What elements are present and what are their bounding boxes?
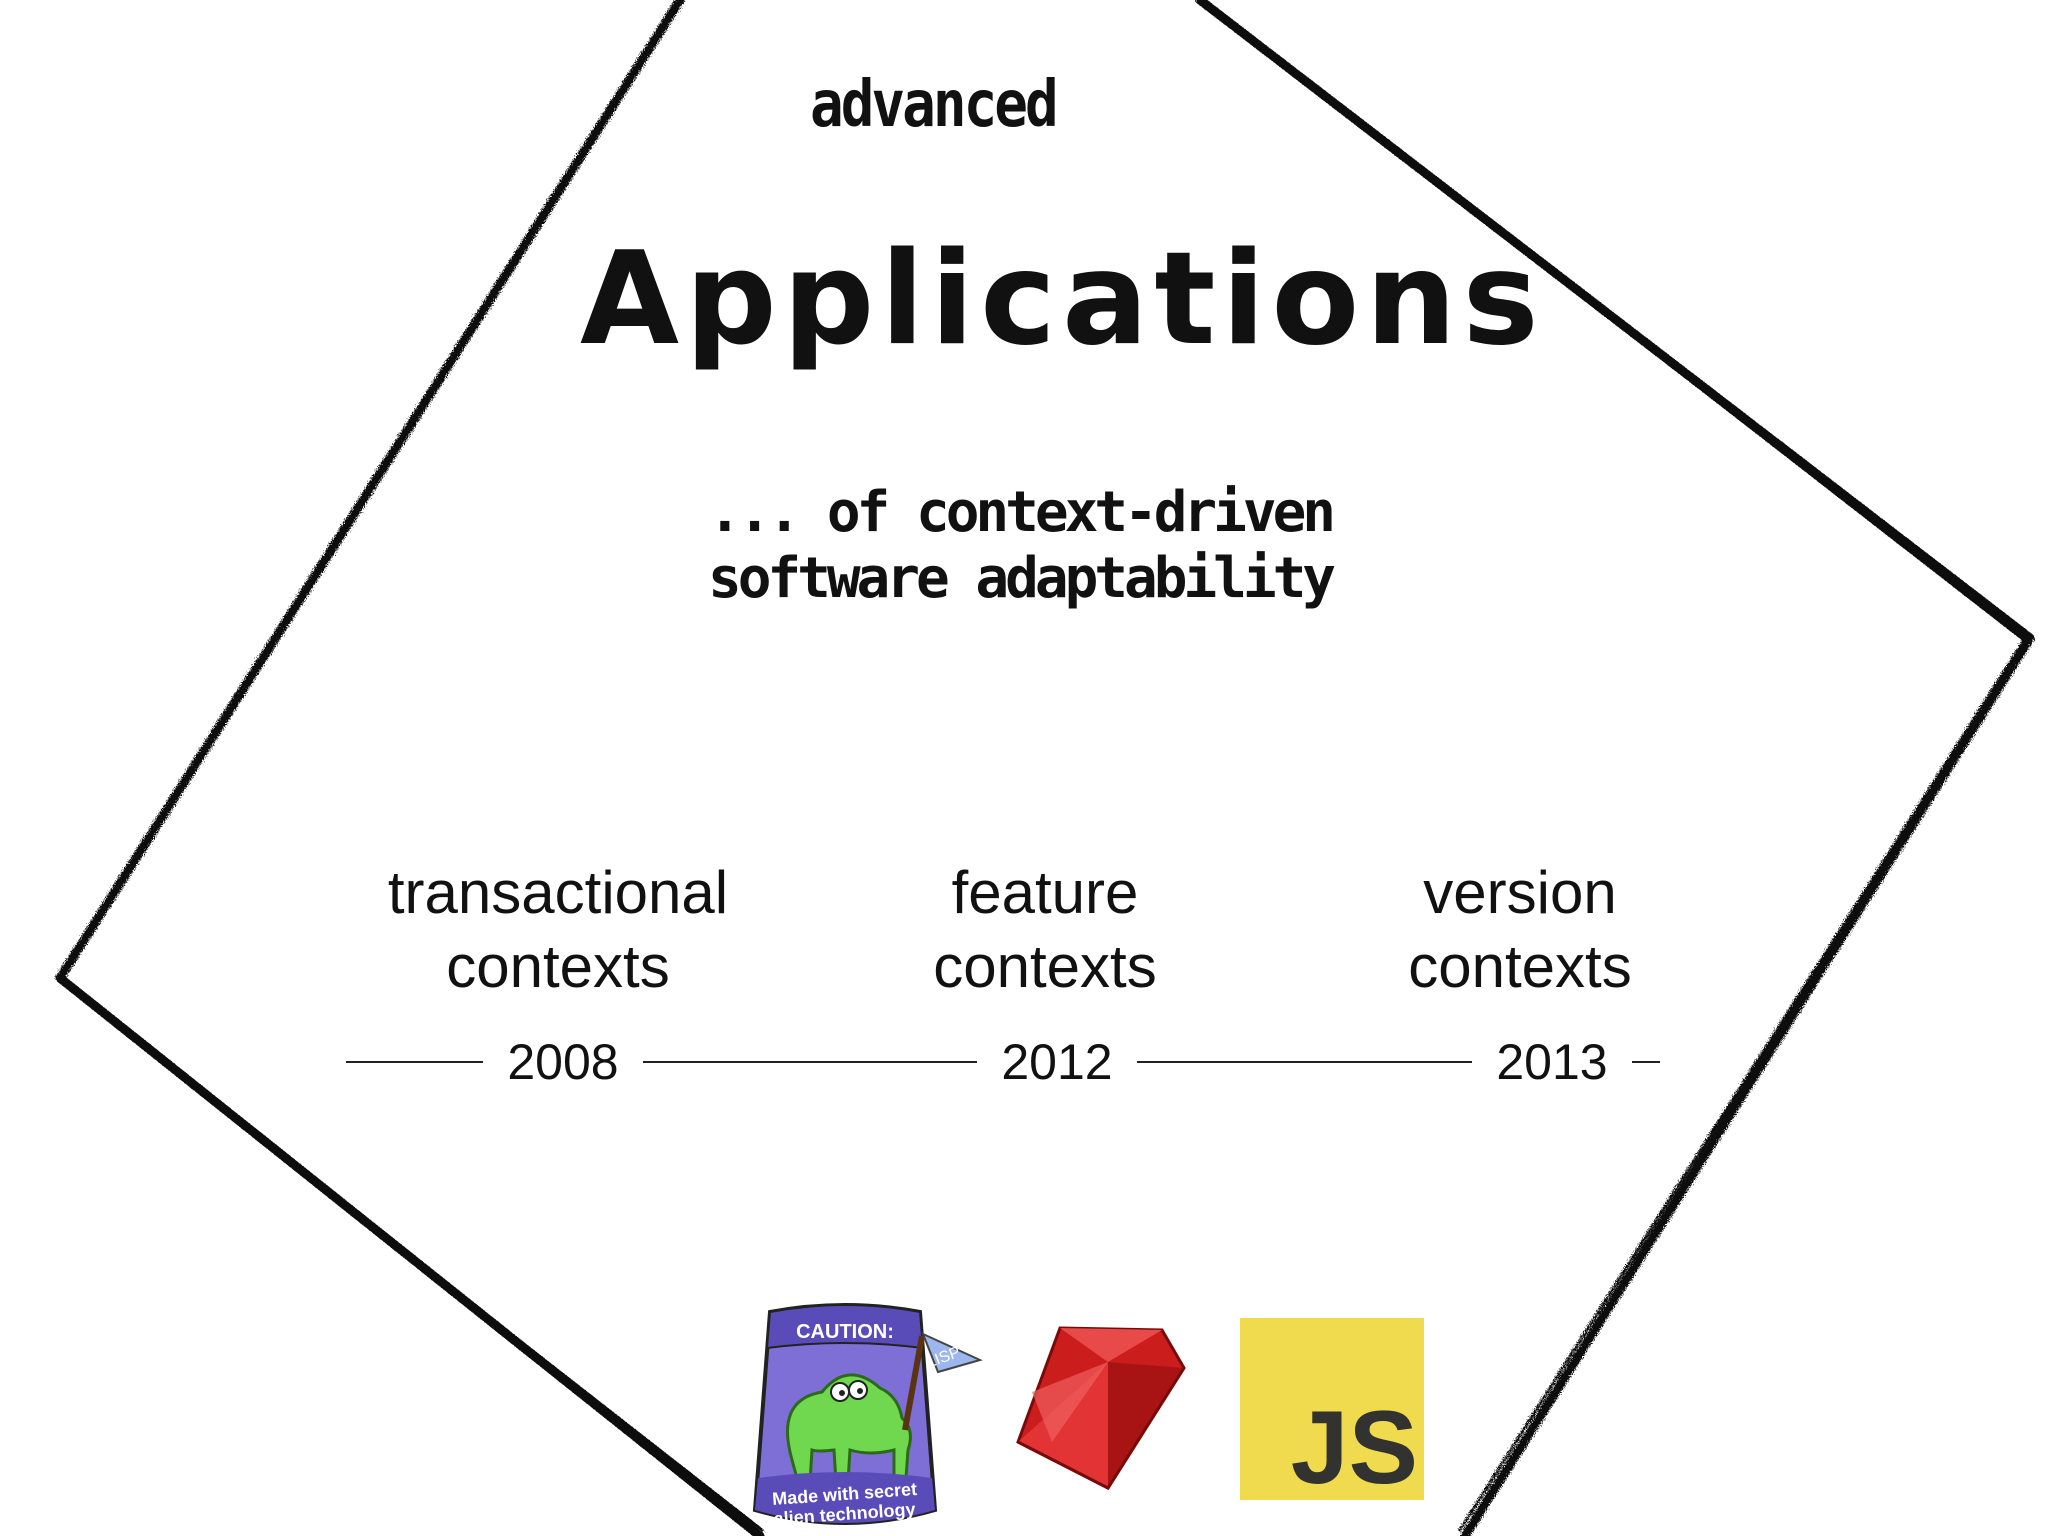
context-label-line2: contexts <box>446 933 670 1000</box>
context-label-line2: contexts <box>933 933 1157 1000</box>
ruby-logo <box>1016 1326 1186 1490</box>
context-feature: feature contexts <box>815 856 1275 1004</box>
year-label-2012: 2012 <box>977 1032 1137 1092</box>
context-label-line1: version <box>1423 859 1617 926</box>
subtitle-line-2: software adaptability <box>707 546 1336 611</box>
context-version: version contexts <box>1290 856 1750 1004</box>
context-label-line1: feature <box>951 859 1139 926</box>
year-label-2008: 2008 <box>483 1032 643 1092</box>
subtitle-line-1: ... of context-driven <box>707 480 1336 545</box>
slide-subtitle: ... of context-driven software adaptabil… <box>620 480 1420 612</box>
kicker-text: advanced <box>810 67 1059 142</box>
lisp-alien-logo: CAUTION: LISP Made with secret alien tec… <box>752 1303 983 1529</box>
lisp-header-text: CAUTION: <box>796 1321 894 1343</box>
context-transactional: transactional contexts <box>328 856 788 1004</box>
javascript-logo: JS <box>1240 1318 1424 1500</box>
year-label-2013: 2013 <box>1472 1032 1632 1092</box>
js-logo-text: JS <box>1291 1390 1418 1500</box>
context-label-line2: contexts <box>1408 933 1632 1000</box>
slide-title: Applications <box>580 225 1545 374</box>
context-label-line1: transactional <box>387 859 729 926</box>
